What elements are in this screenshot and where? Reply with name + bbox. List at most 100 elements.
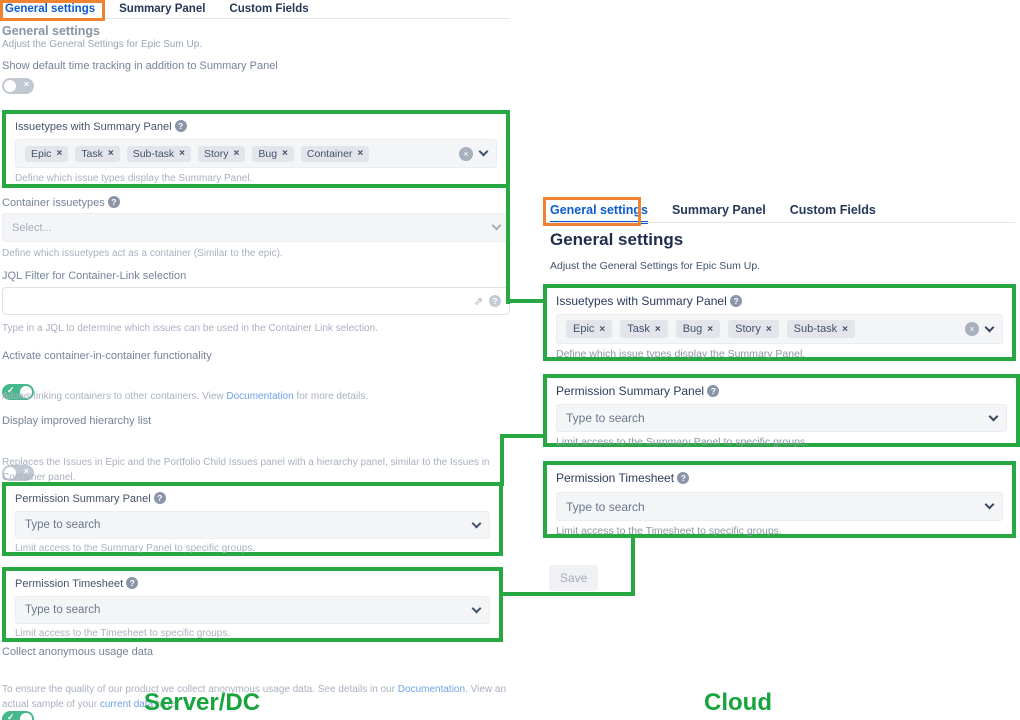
chip-label: Bug (258, 147, 278, 160)
chip-label: Container (306, 147, 353, 160)
chip-label: Task (627, 323, 650, 335)
chip-remove-icon[interactable]: × (107, 148, 114, 159)
page-subtitle: Adjust the General Settings for Epic Sum… (550, 260, 761, 272)
tab-summary-panel[interactable]: Summary Panel (119, 3, 206, 15)
help-icon[interactable]: ? (489, 295, 501, 307)
tab-summary-panel[interactable]: Summary Panel (671, 203, 766, 217)
chevron-down-icon[interactable] (491, 220, 502, 231)
chip-remove-icon[interactable]: × (599, 323, 606, 335)
permission-summary-help: Limit access to the Summary Panel to spe… (15, 543, 256, 554)
chevron-down-icon[interactable] (984, 322, 995, 332)
desc-text: Allows linking containers to other conta… (2, 391, 227, 402)
chip-remove-icon[interactable]: × (842, 323, 848, 335)
tab-general-settings[interactable]: General settings (5, 3, 96, 15)
issuetype-chip: Bug × (252, 145, 294, 162)
hierarchy-list-toggle[interactable]: × (2, 465, 34, 481)
chevron-down-icon[interactable] (984, 499, 995, 510)
permission-timesheet-help: Limit access to the Timesheet to specifi… (15, 628, 231, 639)
chevron-down-icon[interactable] (471, 603, 482, 613)
chip-remove-icon[interactable]: × (654, 323, 661, 335)
select-placeholder: Type to search (566, 499, 645, 514)
permission-summary-select[interactable]: Type to search (556, 404, 1007, 432)
issuetypes-multiselect[interactable]: Epic×Task×Sub-task×Story×Bug×Container× … (15, 139, 497, 168)
chevron-down-icon[interactable] (988, 411, 999, 421)
chip-label: Epic (573, 323, 595, 335)
help-icon[interactable]: ? (126, 577, 139, 589)
issuetype-chip: Story× (728, 320, 779, 338)
chip-remove-icon[interactable]: × (233, 148, 240, 159)
chip-remove-icon[interactable]: × (707, 323, 714, 335)
expand-icon[interactable]: ⇗ (473, 295, 483, 308)
issuetype-chip: Epic× (25, 145, 69, 162)
toggle-knob (20, 713, 32, 720)
cloud-pane: General settings Summary Panel Custom Fi… (543, 196, 1020, 616)
annotation-box-permission-timesheet-server: Permission Timesheet ? Type to search Li… (2, 567, 503, 642)
chip-remove-icon[interactable]: × (56, 148, 63, 159)
chip-remove-icon[interactable]: × (357, 148, 364, 159)
permission-summary-label-text: Permission Summary Panel (556, 384, 705, 398)
annotation-connector-issuetypes-v (506, 187, 510, 304)
container-issuetypes-select[interactable]: Select... (2, 213, 510, 242)
annotation-connector-permission-summary-v (500, 434, 504, 486)
toggle-knob (4, 80, 16, 92)
chip-remove-icon[interactable]: × (765, 323, 772, 335)
desc-text: . View an actual sample of your (2, 684, 507, 710)
tab-custom-fields[interactable]: Custom Fields (789, 203, 876, 217)
chip-label: Bug (682, 323, 703, 335)
issuetype-chip-list: Epic×Task×Sub-task×Story×Bug×Container× (25, 145, 370, 162)
chip-remove-icon[interactable]: × (179, 148, 185, 159)
issuetypes-label: Issuetypes with Summary Panel ? (556, 294, 1003, 308)
hierarchy-list-desc: Replaces the Issues in Epic and the Port… (2, 457, 490, 483)
page-title: General settings (2, 24, 100, 38)
issuetype-chip: Sub-task× (126, 145, 191, 162)
issuetype-chip: Epic × (566, 320, 613, 338)
help-icon[interactable]: ? (707, 385, 720, 397)
help-icon[interactable]: ? (677, 472, 690, 484)
toggle-knob (20, 386, 32, 398)
container-in-container-desc: Allows linking containers to other conta… (2, 390, 507, 405)
current-data-link[interactable]: current data (99, 698, 154, 710)
container-in-container-label: Activate container-in-container function… (2, 350, 212, 362)
desc-text: for more details. (293, 391, 369, 402)
clear-all-icon[interactable]: × (965, 322, 979, 336)
help-icon[interactable]: ? (730, 295, 743, 307)
page-subtitle: Adjust the General Settings for Epic Sum… (2, 39, 203, 50)
documentation-link[interactable]: Documentation (226, 391, 294, 402)
documentation-link[interactable]: Documentation (397, 684, 466, 695)
save-button[interactable]: Save (549, 565, 599, 591)
annotation-box-permission-summary-cloud: Permission Summary Panel ? Type to searc… (543, 374, 1020, 448)
jql-filter-input[interactable]: ⇗ ? (2, 287, 510, 315)
annotation-connector-issuetypes-h (506, 299, 546, 303)
usage-data-toggle[interactable]: ✓ (2, 711, 34, 720)
issuetypes-multiselect[interactable]: Epic×Task×Bug×Story×Sub-task× × (556, 314, 1003, 344)
time-tracking-toggle[interactable]: × (2, 78, 34, 94)
issuetype-chip: Sub-task× (786, 320, 855, 338)
issuetype-chip-list: Epic×Task×Bug×Story×Sub-task× (566, 320, 855, 338)
permission-summary-select[interactable]: Type to search (15, 511, 490, 539)
server-dc-pane: General settings Summary Panel Custom Fi… (0, 0, 510, 720)
desc-text: here. (153, 698, 179, 710)
container-in-container-toggle[interactable]: ✓ (2, 384, 34, 400)
server-dc-caption: Server/DC (144, 689, 261, 716)
chip-label: Story (204, 147, 229, 160)
tab-divider (0, 18, 510, 19)
server-tab-bar: General settings Summary Panel Custom Fi… (5, 3, 309, 15)
chevron-down-icon[interactable] (478, 146, 489, 157)
help-icon[interactable]: ? (107, 196, 120, 208)
help-icon[interactable]: ? (174, 120, 187, 132)
chevron-down-icon[interactable] (471, 518, 482, 528)
container-issuetypes-help: Define which issuetypes act as a contain… (2, 248, 283, 259)
tab-custom-fields[interactable]: Custom Fields (229, 3, 309, 15)
permission-timesheet-label-text: Permission Timesheet (556, 471, 675, 485)
permission-timesheet-select[interactable]: Type to search (556, 492, 1003, 521)
annotation-box-tab-server (0, 0, 105, 21)
issuetypes-help: Define which issue types display the Sum… (15, 173, 253, 184)
toggle-knob (4, 467, 16, 479)
toggle-off-icon: × (23, 466, 29, 476)
chip-label: Task (81, 147, 103, 160)
chip-remove-icon[interactable]: × (282, 148, 288, 159)
annotation-connector-permission-timesheet-v (631, 536, 635, 596)
help-icon[interactable]: ? (153, 492, 166, 504)
clear-all-icon[interactable]: × (459, 146, 473, 161)
permission-timesheet-select[interactable]: Type to search (15, 596, 490, 624)
